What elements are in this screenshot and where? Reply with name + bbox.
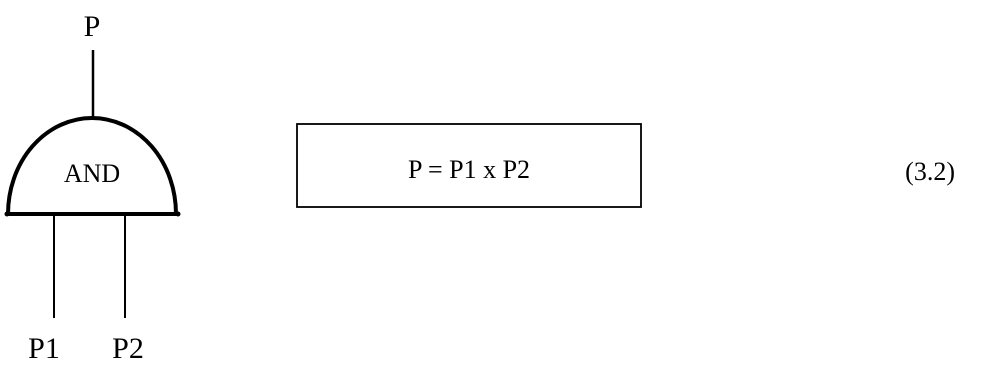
- base-end-left: [4, 211, 10, 217]
- equation-number: (3.2): [905, 157, 955, 186]
- gate-type-label: AND: [64, 159, 120, 188]
- input-label-p2: P2: [112, 332, 144, 365]
- input-label-p1: P1: [28, 332, 60, 365]
- equation-text: P = P1 x P2: [408, 155, 530, 184]
- and-gate-symbol: [5, 116, 179, 216]
- equation-box: [296, 123, 642, 208]
- output-label: P: [84, 10, 101, 43]
- base-end-right: [175, 211, 181, 217]
